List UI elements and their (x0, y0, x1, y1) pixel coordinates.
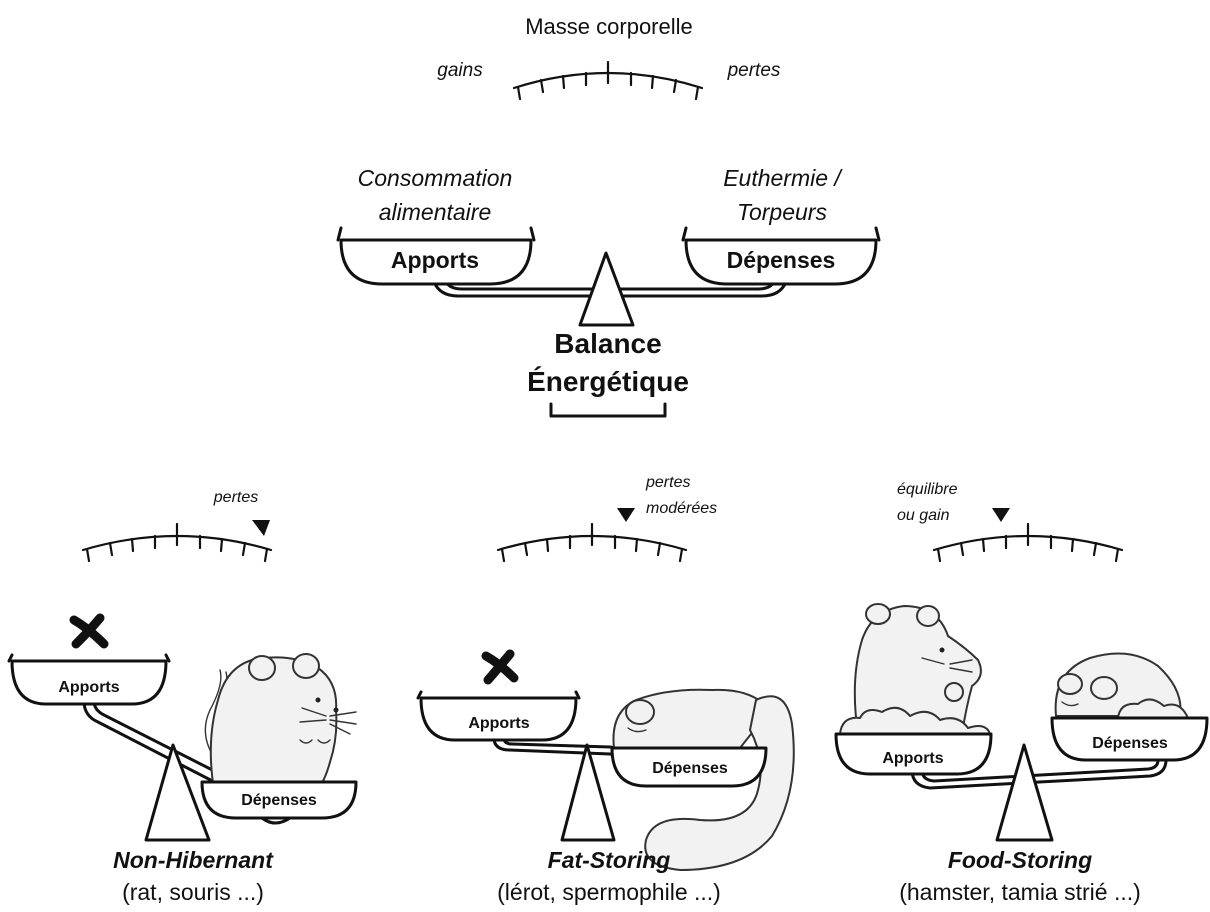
panel3-gauge (932, 522, 1124, 563)
title-energetique: Énergétique (527, 366, 689, 397)
panel3-hamster-eating-icon (839, 603, 991, 735)
panel2-name: Fat-Storing (548, 847, 671, 873)
panel3-fulcrum (995, 743, 1054, 842)
panel2-examples: (lérot, spermophile ...) (497, 879, 721, 905)
fulcrum (578, 251, 635, 327)
panel2-gauge-label-2: modérées (646, 500, 717, 517)
panel3-apports-label: Apports (882, 750, 943, 767)
depenses-label: Dépenses (727, 247, 836, 273)
apports-pan (336, 226, 536, 286)
panel2-gauge-pointer (617, 508, 635, 522)
panel2-depenses-pan (610, 746, 768, 788)
depenses-pan (681, 226, 881, 286)
food-consumption-label-2: alimentaire (379, 199, 492, 225)
body-mass-gauge (512, 60, 704, 101)
title-balance: Balance (554, 328, 661, 359)
panel3-depenses-label: Dépenses (1092, 735, 1168, 752)
panel3-name: Food-Storing (948, 847, 1092, 873)
panel1-name: Non-Hibernant (113, 847, 274, 873)
gains-label: gains (437, 60, 483, 81)
panel1-gauge (81, 522, 273, 563)
panel1-gauge-label: pertes (213, 489, 258, 506)
panel3-gauge-label-1: équilibre (897, 481, 958, 498)
panel3-gauge-label-2: ou gain (897, 507, 950, 524)
panel1-fulcrum (144, 743, 211, 842)
panel1-apports-pan (7, 653, 171, 706)
base-bracket (549, 402, 667, 418)
food-consumption-label-1: Consommation (358, 165, 513, 191)
panel2-fulcrum (560, 743, 616, 842)
panel1-depenses-label: Dépenses (241, 792, 317, 809)
panel2-no-food-x-icon (481, 649, 519, 685)
panel2-depenses-label: Dépenses (652, 760, 728, 777)
body-mass-label: Masse corporelle (525, 14, 693, 39)
panel1-rat-icon (204, 653, 357, 791)
panel2-gauge (496, 522, 688, 563)
panel3-gauge-pointer (992, 508, 1010, 522)
panel3-depenses-pan (1050, 716, 1209, 762)
panel1-gauge-pointer (252, 520, 270, 536)
panel1-examples: (rat, souris ...) (122, 879, 264, 905)
panel3-hamster-sleeping-icon (1054, 652, 1189, 719)
panel2-apports-label: Apports (468, 715, 529, 732)
panel2-gauge-label-1: pertes (645, 474, 690, 491)
panel2-dormouse-icon (612, 688, 795, 871)
panel3-apports-pan (834, 732, 993, 776)
panel2-apports-pan (416, 690, 581, 742)
losses-label: pertes (727, 60, 781, 81)
panel3-examples: (hamster, tamia strié ...) (899, 879, 1141, 905)
panel1-apports-label: Apports (58, 679, 119, 696)
euthermia-label-1: Euthermie / (723, 165, 843, 191)
apports-label: Apports (391, 247, 479, 273)
panel1-depenses-pan (200, 780, 358, 820)
euthermia-label-2: Torpeurs (737, 199, 827, 225)
panel1-no-food-x-icon (69, 613, 109, 649)
